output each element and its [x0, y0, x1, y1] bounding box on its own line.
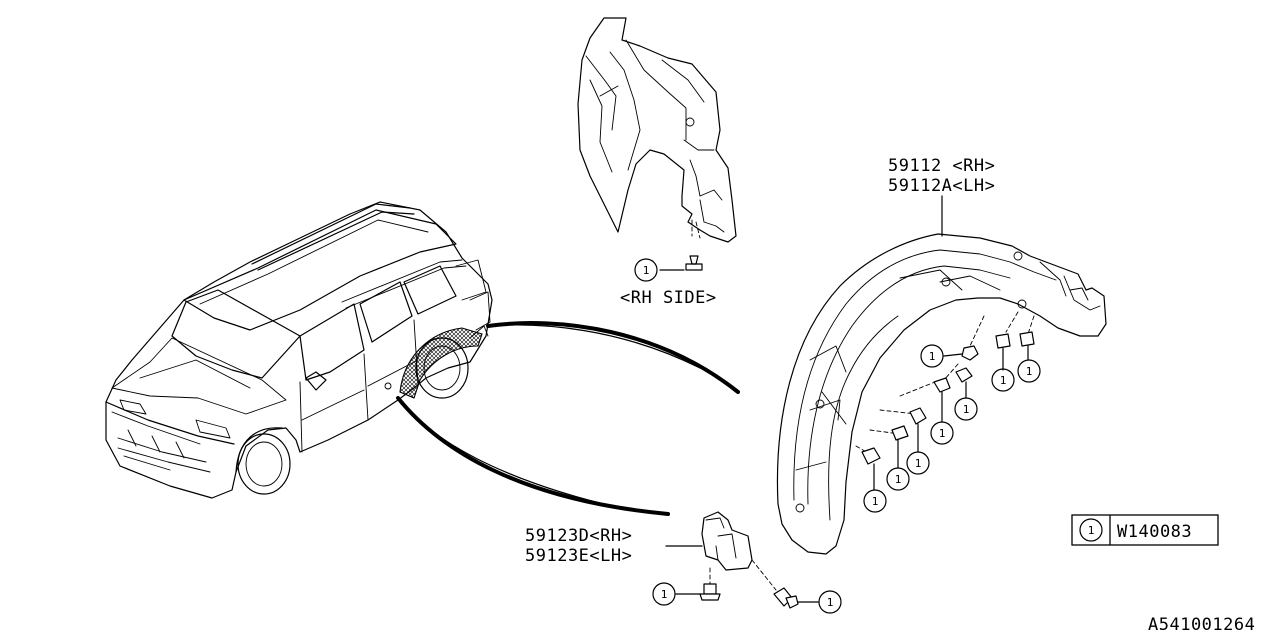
leader-to-bracket: [396, 396, 670, 516]
callout-number: 1: [929, 350, 936, 363]
callout-number: 1: [872, 495, 879, 508]
legend-ref-number: 1: [1088, 524, 1095, 537]
callout-number: 1: [661, 588, 668, 601]
mud-guard-bracket: 1 1: [652, 511, 842, 614]
callout-number: 1: [827, 596, 834, 609]
bracket-part-number-rh: 59123D<RH>: [525, 526, 632, 546]
rh-side-label: <RH SIDE>: [620, 288, 717, 308]
callout-number: 1: [963, 403, 970, 416]
legend-code: W140083: [1117, 522, 1192, 542]
legend-box: 1 W140083: [1071, 514, 1219, 546]
callout-number: 1: [1000, 374, 1007, 387]
vehicle-illustration: [105, 201, 493, 499]
bracket-part-number-lh: 59123E<LH>: [525, 546, 632, 566]
liner-part-number-lh: 59112A<LH>: [888, 176, 995, 196]
callout-number: 1: [915, 457, 922, 470]
callout-number: 1: [939, 427, 946, 440]
callout-number: 1: [895, 473, 902, 486]
liner-part-number-rh: 59112 <RH>: [888, 156, 995, 176]
fender-liner: [776, 233, 1107, 555]
rh-side-liner-detail: 1: [577, 17, 737, 282]
liner-clips: 1 1 1 1 1 1 1 1: [861, 331, 1041, 513]
diagram-id: A541001264: [1148, 615, 1255, 635]
callout-number: 1: [643, 264, 650, 277]
leader-to-liner: [486, 321, 740, 394]
callout-number: 1: [1026, 365, 1033, 378]
